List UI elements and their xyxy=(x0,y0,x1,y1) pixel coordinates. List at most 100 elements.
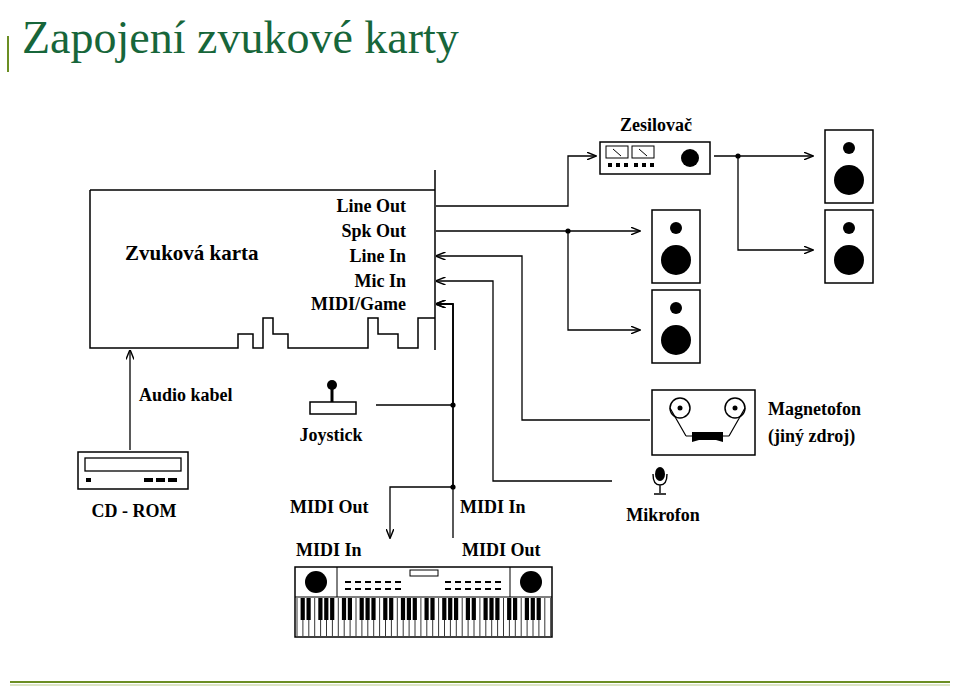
panel-button xyxy=(445,581,451,583)
port-name: Line In xyxy=(349,245,406,267)
button xyxy=(650,163,654,167)
panel-line xyxy=(510,567,511,597)
panel-button xyxy=(385,581,391,583)
white-key-edge xyxy=(503,598,504,636)
woofer xyxy=(661,245,691,275)
panel-button xyxy=(355,588,361,590)
button xyxy=(634,163,638,167)
white-key-edge xyxy=(479,598,480,636)
black-key xyxy=(301,598,305,620)
panel-button xyxy=(375,581,381,583)
black-key xyxy=(495,598,499,620)
mic-head xyxy=(655,467,665,481)
black-key xyxy=(472,598,476,620)
tape-recorder-symbol xyxy=(652,390,755,455)
panel-button xyxy=(445,588,451,590)
black-key xyxy=(531,598,535,620)
black-key xyxy=(513,598,517,620)
white-key-edge xyxy=(356,598,357,636)
white-key-edge xyxy=(544,598,545,636)
keyboard-speaker xyxy=(520,571,542,593)
node-label: MIDI Out xyxy=(462,539,541,561)
black-key xyxy=(537,598,541,620)
panel-line xyxy=(337,567,338,597)
panel-button xyxy=(455,588,461,590)
white-key-edge xyxy=(550,598,551,636)
speaker-box xyxy=(652,290,700,363)
black-key xyxy=(489,598,493,620)
disc-tray xyxy=(85,458,181,471)
white-key-edge xyxy=(338,598,339,636)
panel-button xyxy=(365,588,371,590)
black-key xyxy=(413,598,417,620)
black-key xyxy=(407,598,411,620)
speaker-symbol xyxy=(825,130,873,203)
tape-recorder: Magnetofon (jiný zdroj) xyxy=(650,388,895,460)
tape-box xyxy=(652,390,755,455)
black-key xyxy=(342,598,346,620)
black-key xyxy=(383,598,387,620)
speaker-box xyxy=(652,210,700,283)
panel-button xyxy=(395,588,401,590)
cable-label: Audio kabel xyxy=(137,384,235,406)
black-key xyxy=(360,598,364,620)
amplifier: Zesilovač xyxy=(596,112,716,176)
cable xyxy=(436,281,612,481)
panel-button xyxy=(475,588,481,590)
black-key xyxy=(448,598,452,620)
tape xyxy=(670,408,745,436)
cable xyxy=(436,156,596,206)
black-key xyxy=(348,598,352,620)
woofer xyxy=(834,165,864,195)
microphone-icon xyxy=(612,465,712,497)
panel-button xyxy=(485,588,491,590)
white-key-edge xyxy=(397,598,398,636)
wire xyxy=(568,230,640,231)
speaker-symbol xyxy=(825,210,873,283)
mic-stand xyxy=(653,474,667,494)
panel-button xyxy=(465,588,471,590)
white-key-edge xyxy=(438,598,439,636)
cable xyxy=(390,304,453,538)
port-label: MIDI In xyxy=(458,496,528,518)
white-key-edge xyxy=(462,598,463,636)
black-key xyxy=(330,598,334,620)
joystick: Joystick xyxy=(286,378,376,448)
meter xyxy=(632,146,654,158)
panel-button xyxy=(365,581,371,583)
port-name: Mic In xyxy=(355,270,407,292)
tweeter xyxy=(843,222,855,234)
black-key xyxy=(507,598,511,620)
button xyxy=(624,163,628,167)
panel-button xyxy=(465,581,471,583)
midi-keyboard-icon xyxy=(290,566,558,640)
meter xyxy=(606,146,628,158)
woofer xyxy=(661,325,691,355)
woofer xyxy=(834,245,864,275)
slide-title: Zapojení zvukové karty xyxy=(22,12,459,64)
white-key-edge xyxy=(314,598,315,636)
node-label: Joystick xyxy=(286,424,376,446)
meter-needle xyxy=(613,149,621,156)
panel-button xyxy=(495,588,501,590)
cdrom-symbol xyxy=(78,452,188,489)
keyboard-symbol xyxy=(295,567,552,637)
black-key xyxy=(430,598,434,620)
speaker-box xyxy=(825,130,873,203)
reel-hub xyxy=(678,406,683,411)
decor-lines xyxy=(8,36,950,685)
junction-dots xyxy=(450,153,740,489)
footer-line xyxy=(10,685,950,686)
junction-dot xyxy=(735,153,740,158)
title-bar xyxy=(7,36,9,72)
black-key xyxy=(318,598,322,620)
speaker-symbol xyxy=(652,210,700,283)
button xyxy=(616,163,620,167)
black-key xyxy=(324,598,328,620)
knob xyxy=(681,149,699,167)
amplifier-box xyxy=(600,142,710,174)
white-key-edge xyxy=(379,598,380,636)
port-name: Line Out xyxy=(336,195,406,217)
led xyxy=(86,478,91,482)
sound-card: Zvuková kartaLine OutSpk OutLine InMic I… xyxy=(88,168,436,350)
